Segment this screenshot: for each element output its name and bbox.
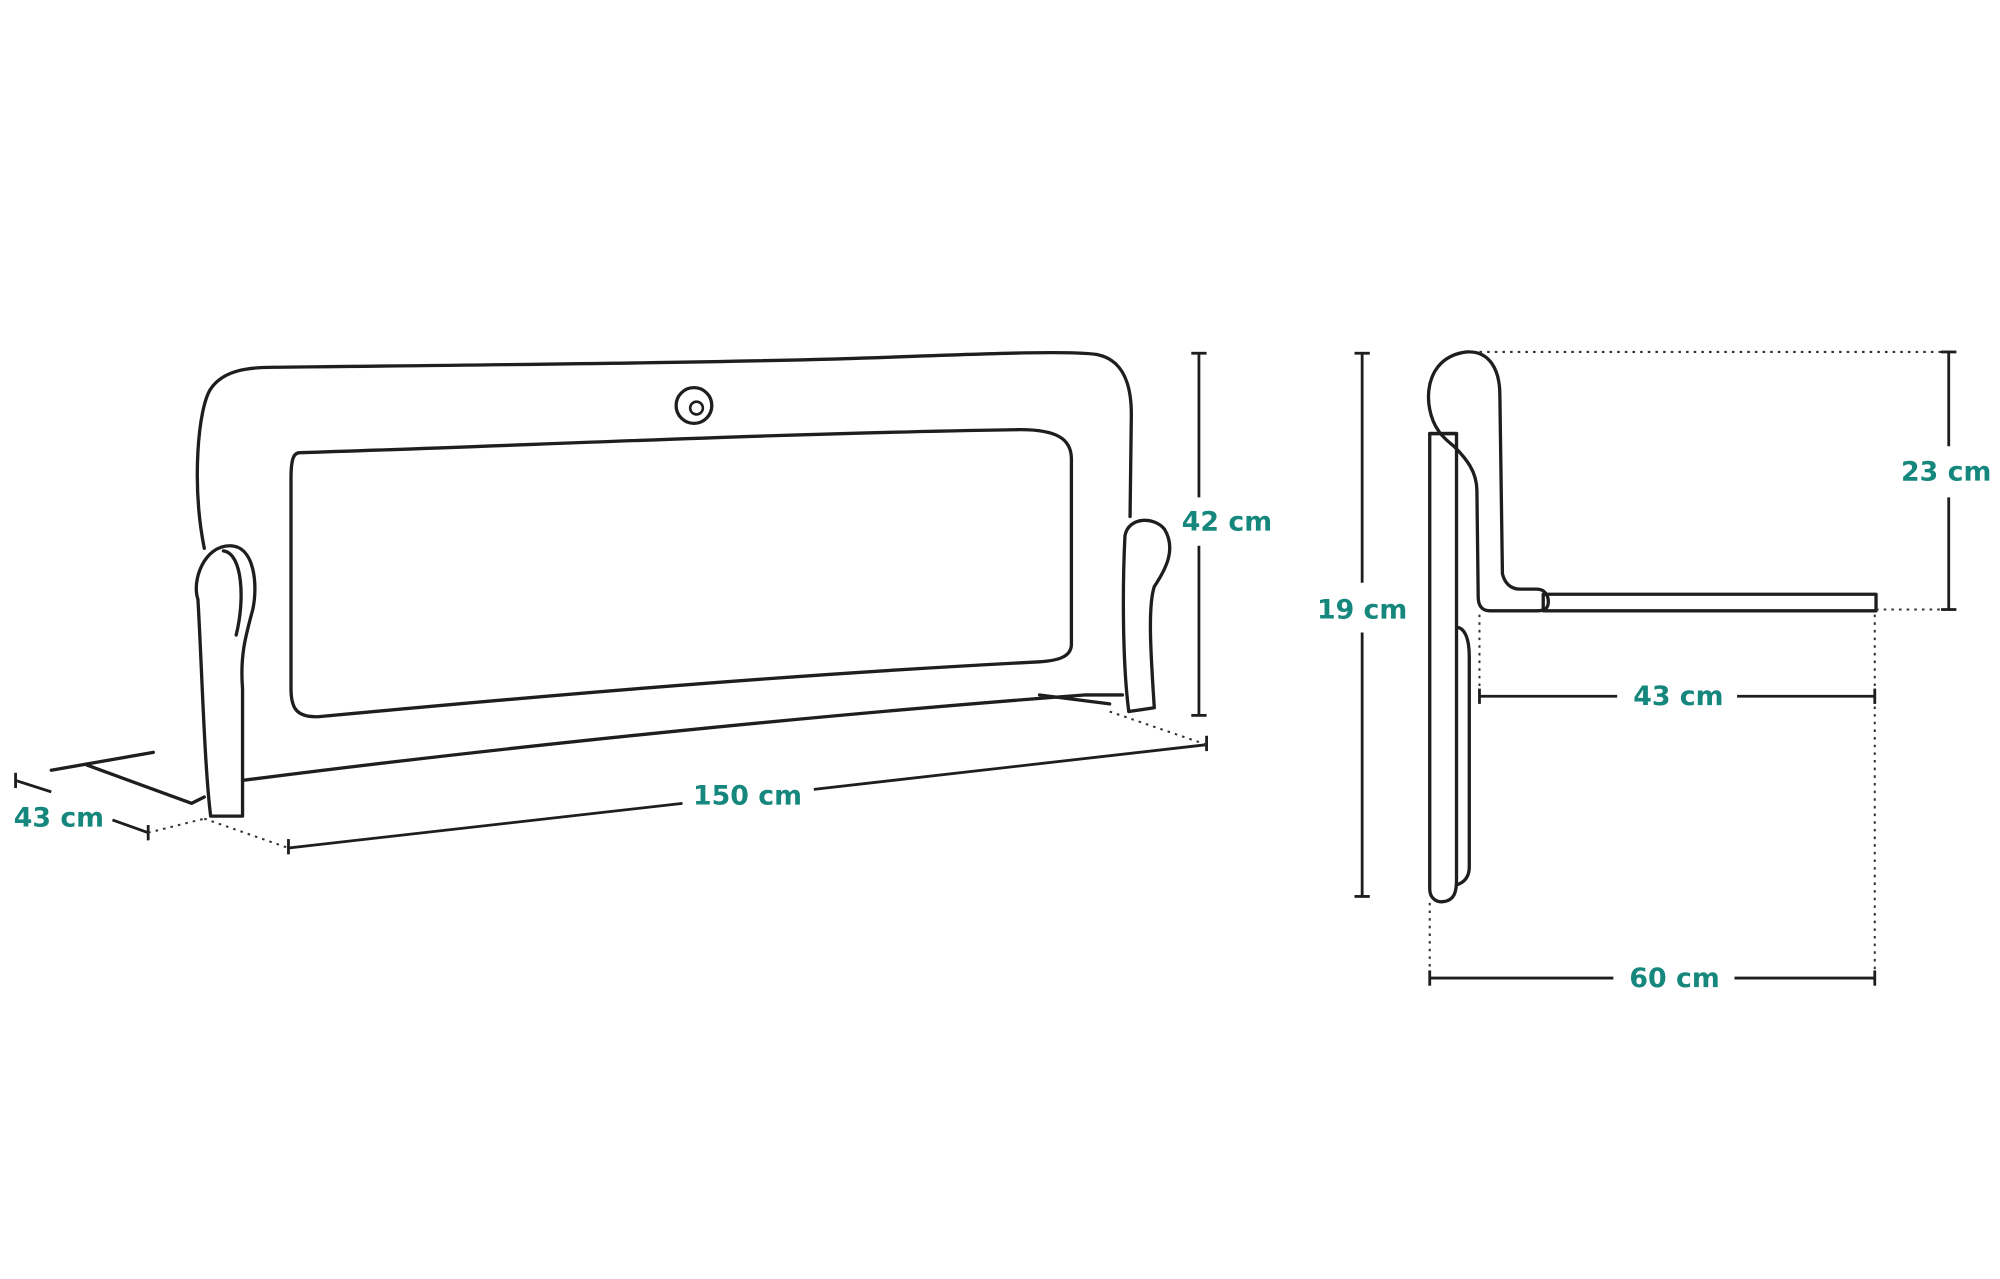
side-pad bbox=[1454, 625, 1471, 887]
arm-dimension-43: 43 cm bbox=[1478, 614, 1877, 980]
total-height-label: 19 cm bbox=[1317, 594, 1407, 625]
left-hinge-knob bbox=[221, 549, 243, 637]
length-dimension-150: 150 cm bbox=[203, 710, 1208, 855]
right-hinge-bracket bbox=[1121, 518, 1172, 714]
depth-dimension-43-front: 43 cm bbox=[14, 772, 205, 841]
left-leg bbox=[49, 750, 206, 806]
side-view-drawing bbox=[1426, 350, 1878, 904]
total-depth-label: 60 cm bbox=[1629, 963, 1719, 994]
height-dimension-19: 19 cm bbox=[1317, 351, 1407, 898]
mesh-panel bbox=[289, 428, 1074, 719]
depth-dimension-60: 60 cm bbox=[1428, 902, 1877, 994]
release-button-icon bbox=[674, 385, 714, 426]
front-view-drawing bbox=[49, 350, 1172, 818]
release-button-inner bbox=[688, 400, 705, 416]
rail-bottom-edge bbox=[240, 693, 1125, 783]
length-label: 150 cm bbox=[693, 781, 802, 812]
rail-height-label: 23 cm bbox=[1901, 457, 1991, 488]
height-label: 42 cm bbox=[1182, 506, 1272, 537]
left-hinge-bracket bbox=[194, 544, 257, 818]
rail-outer-frame bbox=[195, 350, 1134, 550]
side-rail-profile bbox=[1426, 350, 1550, 613]
height-dimension-23: 23 cm bbox=[1479, 350, 1991, 611]
arm-length-label: 43 cm bbox=[1633, 681, 1723, 712]
height-dimension-42: 42 cm bbox=[1182, 351, 1272, 717]
right-leg bbox=[1037, 693, 1112, 706]
side-vertical-board bbox=[1428, 431, 1459, 904]
side-leg-arm bbox=[1541, 592, 1878, 613]
depth-label: 43 cm bbox=[14, 802, 104, 833]
